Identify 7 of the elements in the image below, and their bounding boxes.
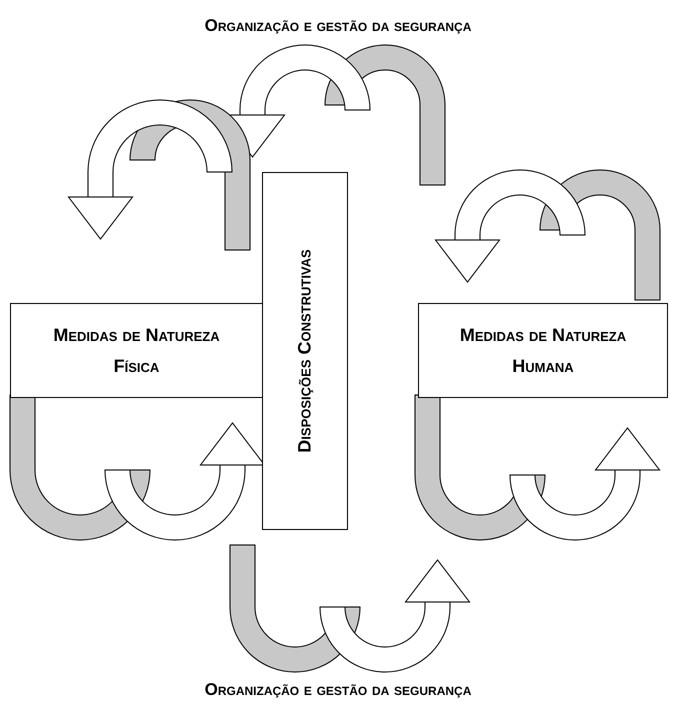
box-label: Medidas de Natureza Humana xyxy=(458,324,628,378)
text-box xyxy=(10,303,263,398)
box-label: Medidas de Natureza Física xyxy=(52,324,221,378)
box-label: Disposições Construtivas xyxy=(296,249,314,453)
heading: Organização e gestão da segurança xyxy=(204,16,472,36)
heading: Organização e gestão da segurança xyxy=(204,680,472,700)
text-box xyxy=(418,303,668,398)
